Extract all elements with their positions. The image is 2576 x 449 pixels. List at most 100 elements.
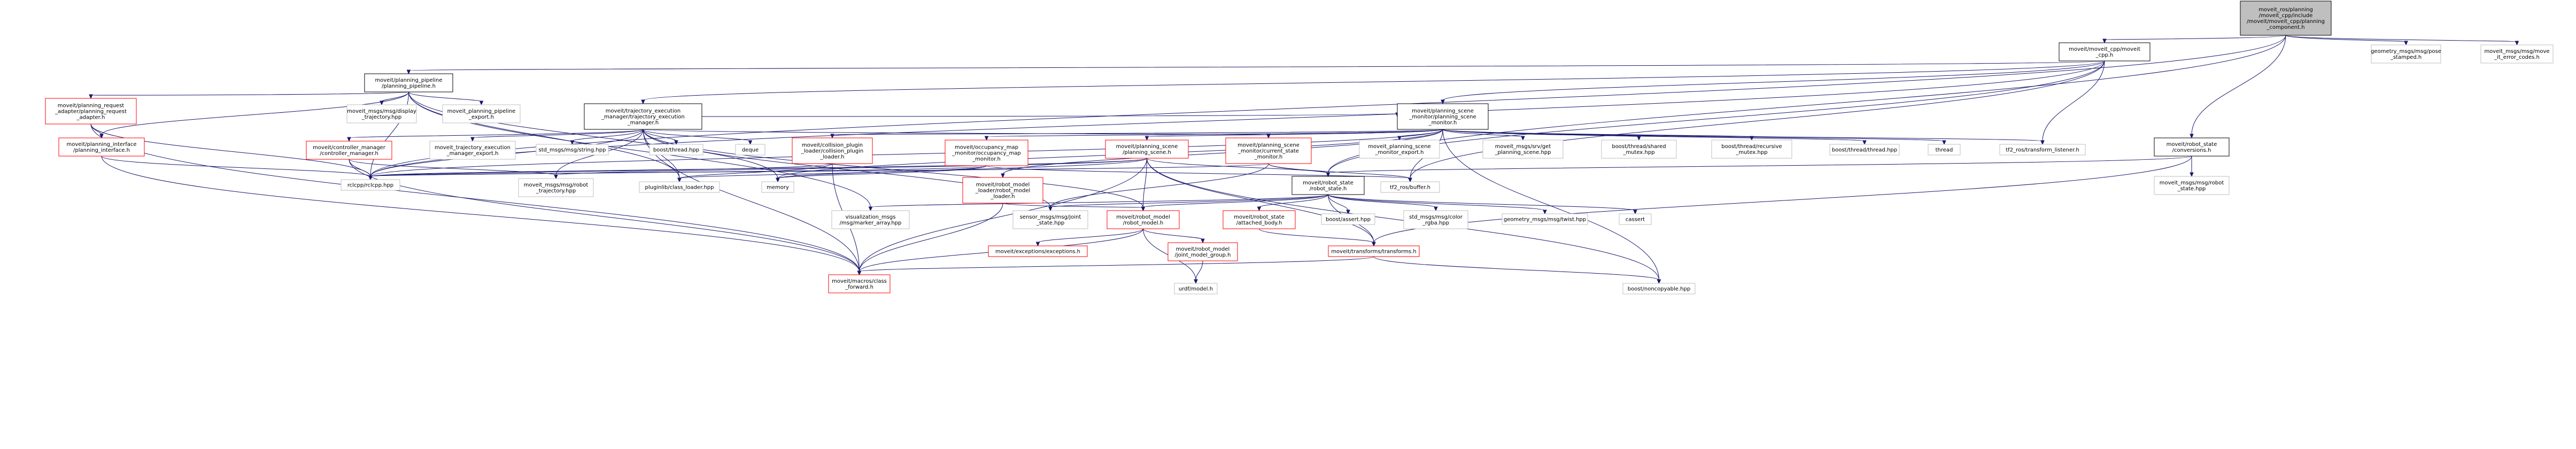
node-label-line: moveit/robot_model — [1116, 214, 1170, 220]
edge-planning-scene-monitor-to-transform-listener — [1442, 129, 2045, 145]
node-class-forward[interactable]: moveit/macros/class_forward.h — [828, 274, 891, 293]
edge-planning-scene-monitor-to-occupancy-map-monitor — [984, 129, 1443, 141]
edge-planning-scene-monitor-to-get-planning-scene — [1442, 129, 1525, 141]
node-robot-state[interactable]: moveit/robot_state/robot_state.h — [1291, 176, 1365, 195]
node-label-line: moveit/robot_model — [1176, 246, 1230, 252]
node-box — [1403, 210, 1468, 229]
node-label-line: _monitor.h — [972, 157, 1001, 162]
node-box — [1359, 140, 1440, 159]
node-trajectory-execution-manager[interactable]: moveit/trajectory_execution_manager/traj… — [584, 103, 702, 130]
edge-moveit-cpp-to-trajectory-execution-manager — [641, 60, 2105, 105]
node-label-line: moveit/robot_state — [1234, 214, 1285, 220]
node-planning-pipeline[interactable]: moveit/planning_pipeline/planning_pipeli… — [364, 73, 453, 92]
node-label-line: _planning_scene.hpp — [1495, 150, 1551, 156]
edge-trajectory-execution-manager-to-deque — [643, 129, 753, 145]
node-box — [962, 177, 1043, 204]
node-controller-manager[interactable]: moveit/controller_manager/controller_man… — [306, 141, 392, 160]
node-robot-model-loader[interactable]: moveit/robot_model_loader/robot_model_lo… — [962, 177, 1043, 204]
node-label-line: boost/thread.hpp — [653, 148, 699, 153]
node-label-line: moveit/macros/class — [832, 278, 887, 284]
node-get-planning-scene: moveit_msgs/srv/get_planning_scene.hpp — [1482, 140, 1564, 159]
edge-planning-pipeline-to-display-trajectory — [380, 91, 409, 106]
edge-robot-state-to-twist — [1328, 194, 1547, 215]
node-box — [2154, 176, 2230, 195]
node-label-line: moveit_planning_scene — [1368, 144, 1430, 150]
edge-current-state-monitor-to-tf2-buffer — [1268, 163, 1412, 183]
node-label-line: _forward.h — [845, 284, 873, 290]
edge-robot-state-to-joint-state — [1048, 194, 1328, 212]
node-label-line: _manager_export.h — [446, 151, 499, 157]
node-label-line: std_msgs/msg/color — [1409, 214, 1463, 220]
node-recursive-mutex: boost/thread/recursive_mutex.hpp — [1711, 140, 1792, 159]
node-root[interactable]: moveit_ros/planning/moveit_cpp/include/m… — [2240, 1, 2332, 36]
node-boost-thread-h: boost/thread.hpp — [649, 144, 703, 156]
node-display-trajectory: moveit_msgs/msg/display_trajectory.hpp — [346, 104, 417, 123]
edge-planning-scene-monitor-to-thread — [1442, 129, 1946, 145]
node-robot-model[interactable]: moveit/robot_model/robot_model.h — [1107, 210, 1180, 229]
node-label-line: moveit/robot_model — [976, 182, 1030, 188]
node-label-line: moveit/trajectory_execution — [606, 109, 680, 114]
node-planning-scene[interactable]: moveit/planning_scene/planning_scene.h — [1105, 140, 1189, 159]
edges-layer — [89, 35, 2519, 284]
node-label-line: urdf/model.h — [1179, 287, 1213, 292]
edge-root-to-moveit-cpp — [2102, 35, 2286, 44]
node-label-line: /planning_pipeline.h — [382, 83, 436, 89]
node-attached-body[interactable]: moveit/robot_state/attached_body.h — [1223, 210, 1296, 229]
node-label-line: _loader/robot_model — [975, 188, 1031, 194]
node-box — [346, 104, 417, 123]
node-color-rgba: std_msgs/msg/color_rgba.hpp — [1403, 210, 1468, 229]
node-moveit-cpp[interactable]: moveit/moveit_cpp/moveit_cpp.h — [2059, 42, 2150, 61]
node-rclcpp: rclcpp/rclcpp.hpp — [341, 179, 400, 191]
node-transforms[interactable]: moveit/transforms/transforms.h — [1328, 245, 1420, 257]
node-joint-state: sensor_msgs/msg/joint_state.hpp — [1012, 210, 1088, 229]
node-label-line: moveit/planning_pipeline — [375, 78, 442, 83]
node-box — [584, 103, 702, 130]
node-label-line: _monitor/current_state — [1237, 149, 1299, 154]
node-label-line: moveit_msgs/msg/robot — [524, 182, 589, 188]
node-label-line: _adapter.h — [76, 115, 105, 121]
edge-planning-request-adapter-to-planning-interface — [90, 123, 104, 139]
node-collision-plugin-loader[interactable]: moveit/collision_plugin_loader/collision… — [792, 137, 873, 164]
edge-current-state-monitor-to-joint-state — [1048, 163, 1269, 212]
edge-trajectory-execution-manager-to-planning-scene-monitor — [701, 112, 1399, 118]
node-label-line: moveit_trajectory_execution — [435, 145, 510, 151]
node-label-line: deque — [742, 148, 759, 153]
node-box — [2480, 44, 2554, 64]
edge-robot-state-conversions-to-robot-state — [1326, 156, 2192, 177]
node-label-line: moveit/planning_scene — [1116, 144, 1178, 150]
node-label-line: _monitor.h — [1428, 120, 1457, 126]
edge-robot-state-to-color-rgba — [1328, 194, 1438, 212]
node-label-line: _stamped.h — [2390, 55, 2422, 60]
edge-planning-scene-monitor-to-current-state-monitor — [1266, 129, 1443, 139]
node-planning-request-adapter[interactable]: moveit/planning_request_adapter/planning… — [45, 98, 137, 125]
node-label-line: /planning_scene.h — [1123, 150, 1171, 156]
node-occupancy-map-monitor[interactable]: moveit/occupancy_map_monitor/occupancy_m… — [945, 140, 1028, 166]
edge-robot-state-to-marker-array — [868, 194, 1328, 212]
node-label-line: _monitor/occupancy_map — [952, 151, 1020, 157]
node-label-line: _mutex.hpp — [1622, 150, 1654, 156]
edge-robot-state-conversions-to-robot-state-msg — [2190, 156, 2194, 177]
node-box — [2154, 137, 2230, 157]
node-box — [1225, 137, 1312, 164]
node-box — [429, 141, 516, 160]
node-label-line: visualization_msgs — [846, 214, 896, 220]
node-exceptions[interactable]: moveit/exceptions/exceptions.h — [988, 245, 1088, 257]
node-label-line: /planning_interface.h — [73, 148, 130, 153]
node-label-line: _manager.h — [627, 120, 659, 126]
edge-planning-scene-to-transforms — [1147, 158, 1376, 247]
node-planning-interface[interactable]: moveit/planning_interface/planning_inter… — [58, 137, 145, 157]
node-tf2-buffer: tf2_ros/buffer.h — [1380, 181, 1440, 193]
edge-trajectory-execution-manager-to-controller-manager — [347, 129, 644, 142]
node-label-line: _export.h — [468, 114, 494, 120]
edge-moveit-cpp-to-transform-listener — [2040, 60, 2105, 145]
edge-controller-manager-to-class-forward — [349, 159, 862, 276]
node-box — [1321, 213, 1375, 225]
node-move-it-error-codes: moveit_msgs/msg/move_it_error_codes.h — [2480, 44, 2554, 64]
edge-robot-model-to-exceptions — [1035, 228, 1143, 247]
edge-planning-pipeline-to-planning-pipeline-export — [408, 91, 484, 106]
node-current-state-monitor[interactable]: moveit/planning_scene_monitor/current_st… — [1225, 137, 1312, 164]
node-planning-scene-monitor[interactable]: moveit/planning_scene_monitor/planning_s… — [1397, 103, 1489, 130]
node-joint-model-group[interactable]: moveit/robot_model/joint_model_group.h — [1167, 242, 1238, 261]
node-robot-state-conversions[interactable]: moveit/robot_state/conversions.h — [2154, 137, 2230, 157]
node-box — [2371, 44, 2441, 64]
